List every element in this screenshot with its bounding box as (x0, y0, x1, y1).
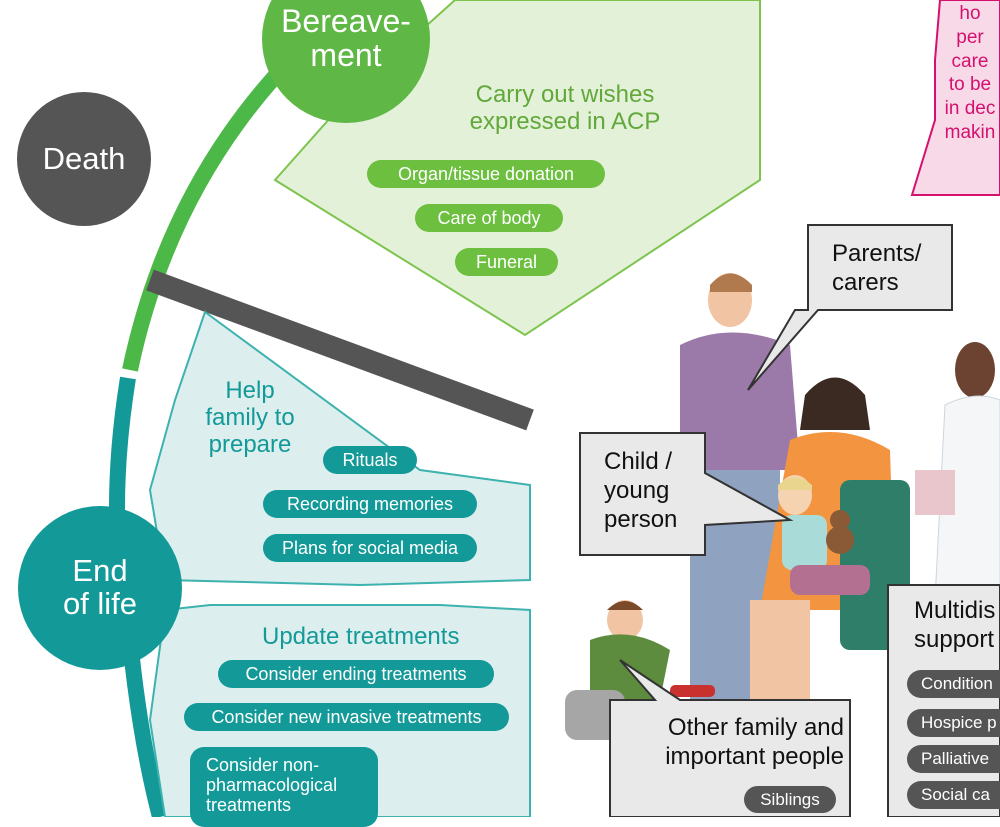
family-callout-text: Other family and important people (665, 714, 844, 770)
non-pharmacological-pill: Consider non- pharmacological treatments (190, 747, 378, 827)
recording-memories-pill: Recording memories (263, 490, 477, 518)
timeline-arc-bereavement (122, 44, 306, 372)
treatments-heading: Update treatments (262, 623, 460, 650)
death-pointer-bar (146, 269, 534, 431)
bereavement-heading: Carry out wishes expressed in ACP (469, 81, 661, 135)
death-circle: Death (17, 92, 151, 226)
mdt-item-hospice: Hospice p (907, 709, 1000, 737)
mdt-item-social-care: Social ca (907, 781, 1000, 809)
parents-callout-text: Parents/ carers (832, 240, 922, 296)
siblings-pill: Siblings (744, 786, 836, 813)
funeral-pill: Funeral (455, 248, 558, 276)
pink-note-box (910, 0, 1000, 196)
family-callout-box (609, 659, 851, 817)
child-callout-box (579, 432, 794, 556)
social-media-pill: Plans for social media (263, 534, 477, 562)
pink-note-text: ho per care to be in dec makin (944, 3, 996, 143)
invasive-treatments-pill: Consider new invasive treatments (184, 703, 509, 731)
rituals-pill: Rituals (323, 446, 417, 474)
mdt-item-condition: Condition (907, 670, 1000, 698)
parents-callout-box (747, 224, 953, 391)
ending-treatments-pill: Consider ending treatments (218, 660, 494, 688)
mdt-callout-text: Multidis support (914, 597, 996, 653)
care-of-body-pill: Care of body (415, 204, 563, 232)
end-of-life-label: End of life (62, 553, 138, 621)
mdt-item-palliative: Palliative (907, 745, 1000, 773)
death-label: Death (42, 140, 126, 176)
organ-donation-pill: Organ/tissue donation (367, 160, 605, 188)
end-of-life-circle: End of life (18, 506, 182, 670)
prepare-heading: Help family to prepare (205, 377, 295, 458)
child-callout-text: Child / young person (604, 448, 678, 533)
bereavement-label: Bereave- ment (281, 3, 411, 73)
